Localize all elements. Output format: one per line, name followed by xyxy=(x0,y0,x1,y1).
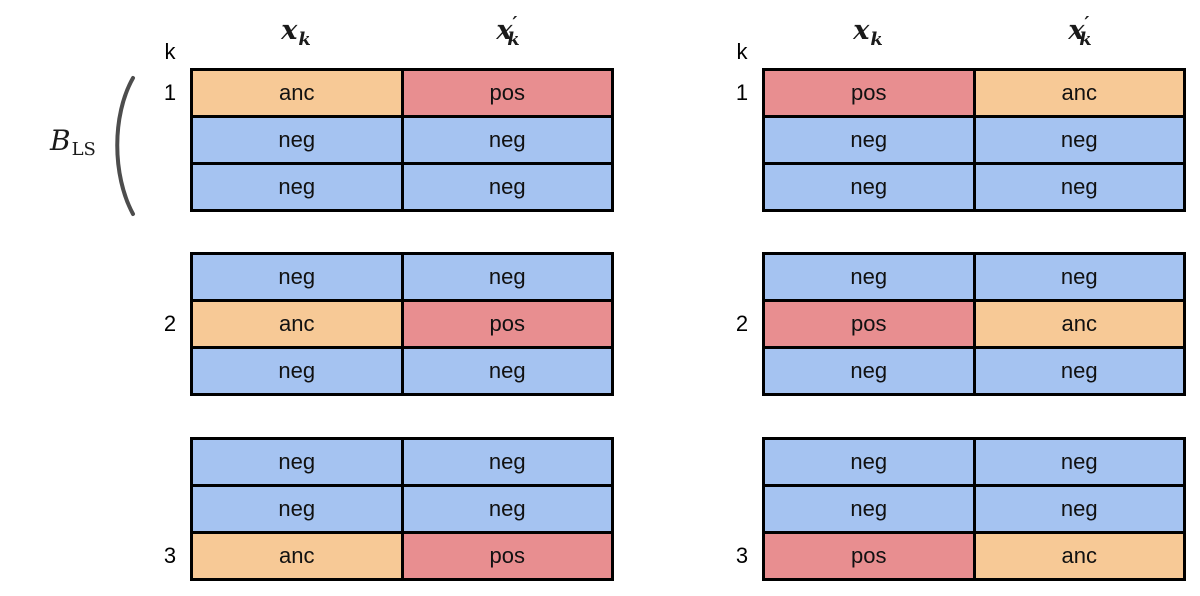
pos-cell: pos xyxy=(403,71,611,115)
neg-cell: neg xyxy=(403,255,611,299)
col-header-xk-prime: x′k xyxy=(974,4,1186,50)
neg-cell: neg xyxy=(765,440,976,484)
pos-cell: pos xyxy=(765,71,976,115)
k-column-header: k xyxy=(736,39,748,64)
k-column-header: k xyxy=(164,39,176,64)
neg-cell: neg xyxy=(975,440,1183,484)
math-x: x xyxy=(1068,15,1085,46)
math-x: x xyxy=(496,15,513,46)
pos-cell: pos xyxy=(403,534,611,578)
neg-cell: neg xyxy=(765,349,976,393)
math-sub-k: k xyxy=(1079,29,1092,50)
neg-cell: neg xyxy=(975,349,1183,393)
neg-cell: neg xyxy=(193,118,404,162)
math-x: x xyxy=(853,15,870,46)
neg-cell: neg xyxy=(975,118,1183,162)
neg-cell: neg xyxy=(193,165,404,209)
neg-cell: neg xyxy=(193,440,404,484)
k-row-label: 2 xyxy=(163,311,177,336)
anc-cell: anc xyxy=(975,534,1183,578)
left-parenthesis-icon xyxy=(115,76,135,216)
neg-cell: neg xyxy=(403,487,611,531)
anc-cell: anc xyxy=(975,71,1183,115)
neg-cell: neg xyxy=(403,165,611,209)
anc-cell: anc xyxy=(193,534,404,578)
neg-cell: neg xyxy=(403,349,611,393)
neg-cell: neg xyxy=(193,487,404,531)
neg-cell: neg xyxy=(975,255,1183,299)
neg-cell: neg xyxy=(193,349,404,393)
k-row-label: 3 xyxy=(163,543,177,568)
neg-cell: neg xyxy=(765,165,976,209)
batch-size-label: BLS xyxy=(50,124,96,160)
k-row-label: 2 xyxy=(735,311,749,336)
neg-cell: neg xyxy=(975,487,1183,531)
math-sub-k: k xyxy=(507,29,520,50)
k-row-label: 3 xyxy=(735,543,749,568)
col-header-xk-prime: x′k xyxy=(402,4,614,50)
pos-cell: pos xyxy=(765,534,976,578)
math-x: x xyxy=(281,15,298,46)
k-row-label: 1 xyxy=(163,80,177,105)
neg-cell: neg xyxy=(765,118,976,162)
neg-cell: neg xyxy=(403,440,611,484)
neg-cell: neg xyxy=(765,487,976,531)
neg-cell: neg xyxy=(765,255,976,299)
neg-cell: neg xyxy=(975,165,1183,209)
math-sub-k: k xyxy=(298,29,311,50)
math-sub-k: k xyxy=(870,29,883,50)
math-prime: ′ xyxy=(512,13,518,34)
pos-cell: pos xyxy=(403,302,611,346)
batch-label-subscript: LS xyxy=(71,139,96,160)
neg-cell: neg xyxy=(193,255,404,299)
math-prime: ′ xyxy=(1084,13,1090,34)
anc-cell: anc xyxy=(193,71,404,115)
anc-cell: anc xyxy=(975,302,1183,346)
anc-cell: anc xyxy=(193,302,404,346)
col-header-xk: xk xyxy=(762,4,974,50)
neg-cell: neg xyxy=(403,118,611,162)
col-header-xk: xk xyxy=(190,4,402,50)
pos-cell: pos xyxy=(765,302,976,346)
k-row-label: 1 xyxy=(735,80,749,105)
parenthesis-curve xyxy=(115,76,135,216)
batch-label-base: B xyxy=(50,124,71,157)
